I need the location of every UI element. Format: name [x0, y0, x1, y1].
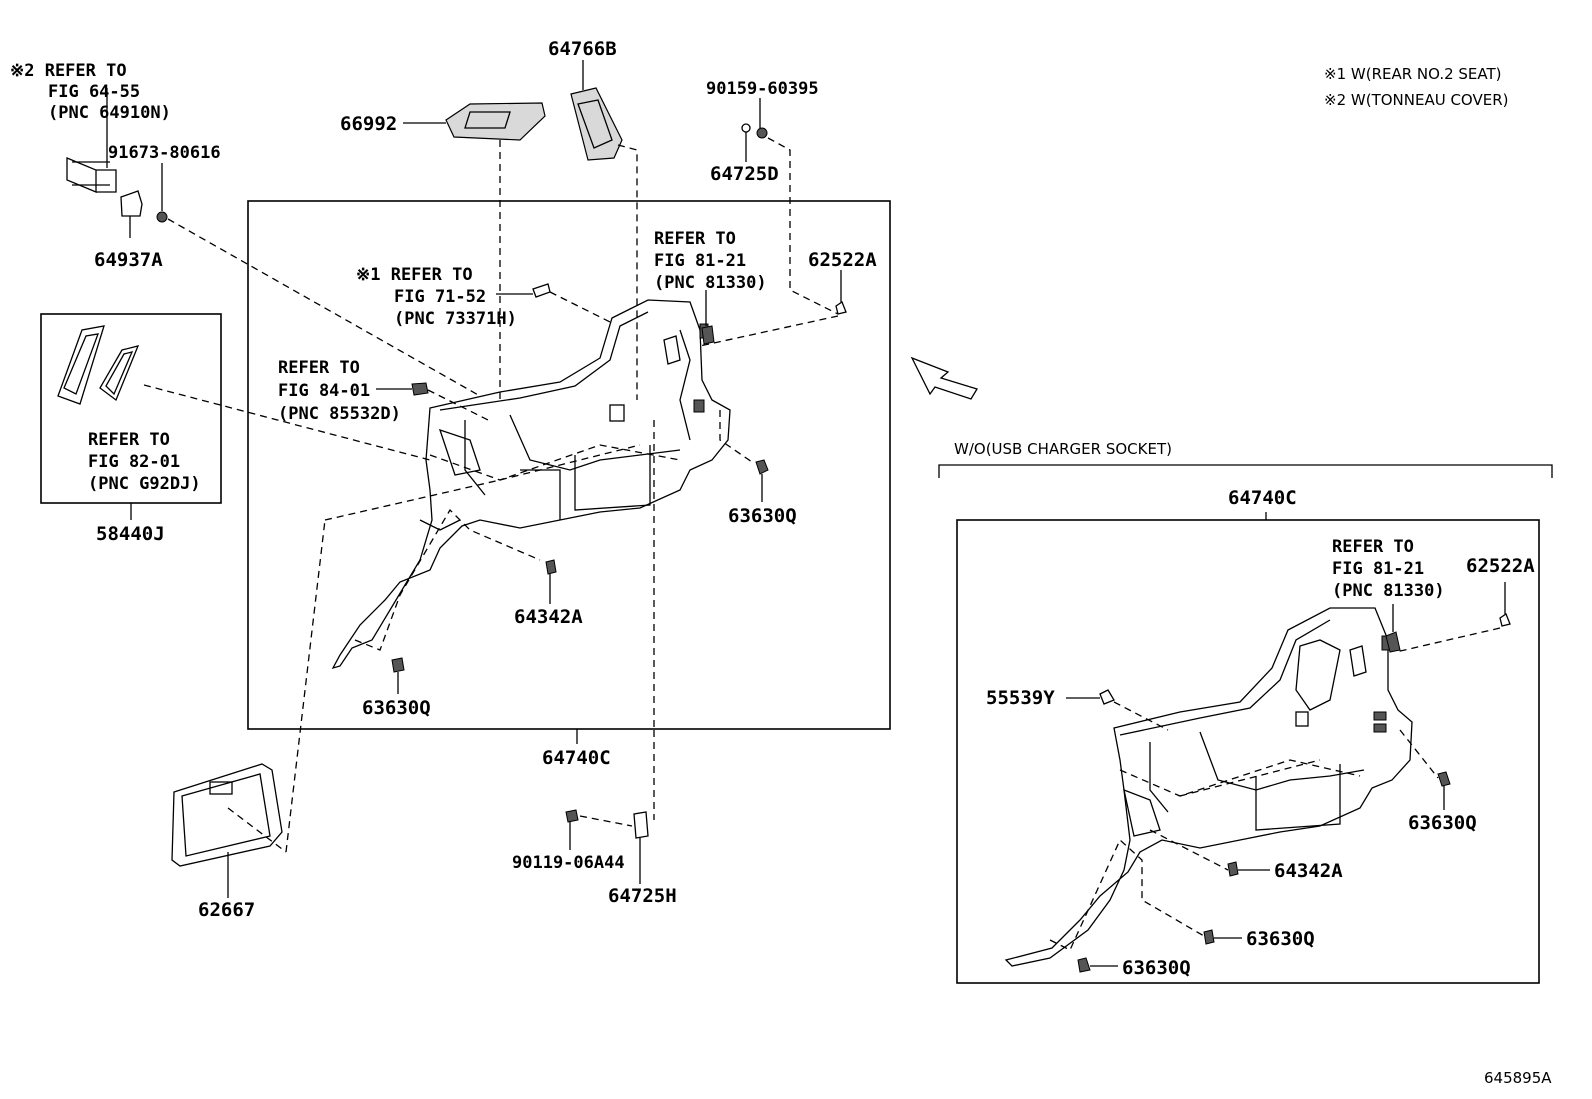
dash-main-inner-2	[499, 444, 641, 481]
main-assembly-frame	[247, 200, 891, 730]
dash-55539y	[1113, 701, 1169, 731]
part-label-64937a: 64937A	[94, 249, 163, 271]
part-label-63630q-alt-r: 63630Q	[1408, 812, 1477, 834]
lid-62667-part	[171, 763, 283, 867]
dash-alt-bottom	[1049, 838, 1205, 951]
ref-fig81-alt-line3: (PNC 81330)	[1332, 581, 1445, 601]
clip-64342a-alt	[1227, 861, 1239, 877]
alt-assembly-frame	[956, 519, 1540, 984]
note-tonneau-cover: ※2 W(TONNEAU COVER)	[1324, 91, 1509, 109]
part-label-62522a-main: 62522A	[808, 249, 877, 271]
dash-main-left	[324, 479, 501, 521]
ref-fig81-main-line3: (PNC 81330)	[654, 273, 767, 293]
clip-62522a-alt	[1499, 613, 1511, 627]
clip-62522a-part	[835, 301, 847, 315]
ref-fig82-line3: (PNC G92DJ)	[88, 474, 201, 494]
clip-64342a-main	[545, 559, 557, 575]
bracket-64725h	[633, 811, 649, 839]
dash-tray	[143, 384, 431, 461]
screw-91673-part	[156, 163, 168, 223]
bolt-90119	[565, 809, 579, 823]
dash-seat-ref	[549, 291, 611, 323]
connector-81330-alt	[1385, 631, 1401, 653]
ref-fig81-alt-line2: FIG 81-21	[1332, 559, 1424, 579]
part-label-90159-60395: 90159-60395	[706, 79, 819, 99]
connector-85532d	[411, 382, 429, 396]
dash-64766b	[617, 144, 638, 400]
clip-63630q-main-b	[391, 657, 405, 673]
dash-main-inner-3	[719, 410, 753, 463]
part-label-64342a-alt: 64342A	[1274, 860, 1343, 882]
clip-64725d-part	[741, 123, 768, 139]
dash-alt-63630q-r	[1399, 729, 1439, 779]
part-label-62667: 62667	[198, 899, 255, 921]
part-label-64740c-main: 64740C	[542, 747, 611, 769]
ref-tonneau-line1: ※2 REFER TO	[10, 61, 127, 81]
dash-fig84	[427, 389, 489, 421]
quarter-trim-panel-main	[331, 299, 731, 670]
clip-63630q-alt-r	[1437, 771, 1451, 787]
ref-tonneau-line3: (PNC 64910N)	[48, 103, 171, 123]
cover-64937a-part	[120, 190, 143, 217]
ref-fig84-line2: FIG 84-01	[278, 381, 370, 401]
quarter-trim-panel-alt	[1004, 607, 1413, 967]
tonneau-cover-part	[66, 157, 117, 193]
part-label-63630q-alt-m: 63630Q	[1246, 928, 1315, 950]
clip-63630q-main-r	[755, 459, 769, 475]
dash-64725d	[767, 137, 839, 315]
part-label-91673-80616: 91673-80616	[108, 143, 221, 163]
part-label-64725h: 64725H	[608, 885, 677, 907]
note-rear-seat: ※1 W(REAR NO.2 SEAT)	[1324, 65, 1502, 83]
seat-ref-clip	[532, 283, 551, 298]
trim-66992-part	[445, 102, 546, 141]
dash-62522a-main	[699, 315, 839, 347]
dash-lid	[285, 519, 326, 853]
part-label-63630q-main-b: 63630Q	[362, 697, 431, 719]
dash-90119	[579, 815, 633, 827]
diagram-id: 645895A	[1484, 1069, 1552, 1087]
clip-63630q-alt-m	[1203, 929, 1215, 945]
variant-bracket	[938, 464, 1553, 478]
dash-main-bottom-loop	[354, 508, 541, 651]
ref-fig82-line1: REFER TO	[88, 430, 170, 450]
variant-title: W/O(USB CHARGER SOCKET)	[954, 440, 1172, 458]
dash-lid-inner	[227, 807, 287, 853]
part-label-55539y: 55539Y	[986, 687, 1055, 709]
part-label-64725d: 64725D	[710, 163, 779, 185]
connector-81330-main	[701, 325, 715, 345]
part-label-63630q-main-r: 63630Q	[728, 505, 797, 527]
ref-seat-line3: (PNC 73371H)	[394, 309, 517, 329]
part-label-62522a-alt: 62522A	[1466, 555, 1535, 577]
dash-alt-inner-2	[1179, 759, 1321, 797]
part-label-58440j: 58440J	[96, 523, 165, 545]
part-label-64342a-main: 64342A	[514, 606, 583, 628]
part-label-66992: 66992	[340, 113, 397, 135]
ref-fig81-alt-line1: REFER TO	[1332, 537, 1414, 557]
part-label-63630q-alt-b: 63630Q	[1122, 957, 1191, 979]
tray-58440j-part	[57, 325, 140, 405]
clip-63630q-alt-b	[1077, 957, 1091, 973]
ref-fig81-main-line2: FIG 81-21	[654, 251, 746, 271]
part-label-90119-06a44: 90119-06A44	[512, 853, 625, 873]
front-arrow-icon	[910, 356, 978, 400]
dash-62522a-alt	[1395, 627, 1501, 653]
clip-55539y	[1099, 689, 1115, 705]
dash-alt-64342a	[1149, 829, 1229, 871]
ref-seat-line2: FIG 71-52	[394, 287, 486, 307]
part-label-64740c-alt: 64740C	[1228, 487, 1297, 509]
ref-tonneau-line2: FIG 64-55	[48, 82, 140, 102]
ref-fig84-line1: REFER TO	[278, 358, 360, 378]
part-label-64766b: 64766B	[548, 38, 617, 60]
ref-fig84-line3: (PNC 85532D)	[278, 404, 401, 424]
dash-main-inner-1	[429, 444, 681, 481]
ref-fig81-main-line1: REFER TO	[654, 229, 736, 249]
ref-seat-line1: ※1 REFER TO	[356, 265, 473, 285]
bracket-64766b-part	[570, 87, 623, 161]
ref-fig82-line2: FIG 82-01	[88, 452, 180, 472]
dash-alt-inner-1	[1119, 759, 1361, 797]
